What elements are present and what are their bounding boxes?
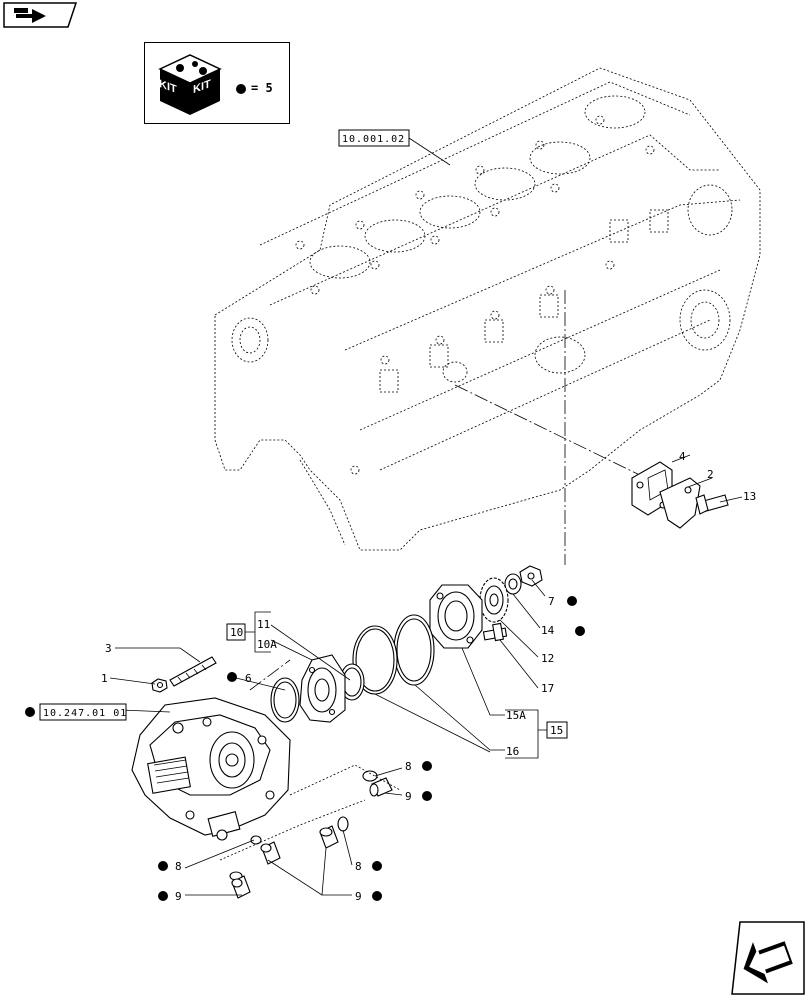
- mount-axis-line: [454, 384, 651, 481]
- o-ring-8-mid: [337, 816, 349, 832]
- bracket-2: [659, 477, 701, 529]
- previous-page-icon[interactable]: [2, 2, 78, 28]
- pump-reference[interactable]: 10.247.01 01: [25, 703, 127, 721]
- gear-12: [479, 577, 509, 623]
- svg-text:1: 1: [101, 672, 108, 685]
- washer-14: [504, 573, 522, 595]
- svg-text:15A: 15A: [506, 709, 526, 722]
- svg-text:10A: 10A: [257, 638, 277, 651]
- kit-box: KIT KIT = 5: [144, 42, 290, 124]
- svg-text:16: 16: [506, 745, 519, 758]
- svg-text:14: 14: [541, 624, 555, 637]
- svg-text:13: 13: [743, 490, 756, 503]
- svg-text:6: 6: [245, 672, 252, 685]
- flange-15a: [429, 584, 483, 649]
- kit-quantity: = 5: [251, 81, 273, 95]
- svg-text:9: 9: [355, 890, 362, 903]
- nut-7: [519, 565, 543, 587]
- svg-text:3: 3: [105, 642, 112, 655]
- svg-text:10.001.02: 10.001.02: [342, 134, 405, 145]
- hub-10a: [299, 654, 346, 723]
- kit-cube-icon: [158, 54, 222, 115]
- callout-labels: 4 2 13 7 14 12 17 15A 16 11 10A 6 3 1 8 …: [101, 450, 756, 903]
- svg-text:17: 17: [541, 682, 554, 695]
- pump-axis-line: [249, 659, 291, 691]
- group-15-bracket: [505, 709, 568, 759]
- svg-text:10: 10: [230, 626, 243, 639]
- svg-text:8: 8: [175, 860, 182, 873]
- svg-text:4: 4: [679, 450, 686, 463]
- seal-11: [339, 663, 365, 701]
- stud-3: [169, 656, 217, 687]
- svg-text:10.247.01 01: 10.247.01 01: [43, 708, 127, 719]
- o-ring-8-upper: [362, 770, 378, 782]
- svg-text:12: 12: [541, 652, 554, 665]
- engine-block-outline: [214, 67, 761, 551]
- nut-1: [151, 678, 168, 693]
- engine-block-reference[interactable]: 10.001.02: [338, 129, 451, 166]
- svg-text:11: 11: [257, 618, 270, 631]
- svg-text:7: 7: [548, 595, 555, 608]
- fuel-pump: [131, 697, 291, 841]
- svg-text:15: 15: [550, 724, 563, 737]
- o-ring-8-lower: [250, 835, 262, 845]
- fitting-9-bottom: [231, 875, 251, 899]
- o-ring-16-outer: [393, 614, 435, 686]
- kit-dot-icon: [236, 84, 246, 94]
- svg-text:8: 8: [405, 760, 412, 773]
- group-10-bracket: [226, 611, 271, 653]
- svg-text:2: 2: [707, 468, 714, 481]
- screw-17: [482, 622, 508, 642]
- o-ring-6: [270, 677, 300, 723]
- kit-marker-dots: [158, 596, 585, 901]
- fitting-9-lower: [260, 841, 281, 865]
- svg-text:9: 9: [175, 890, 182, 903]
- next-page-icon[interactable]: [730, 920, 806, 996]
- svg-text:9: 9: [405, 790, 412, 803]
- leader-lines: [109, 454, 743, 896]
- bolt-13: [695, 494, 729, 515]
- fitting-9-mid: [319, 825, 339, 849]
- svg-text:8: 8: [355, 860, 362, 873]
